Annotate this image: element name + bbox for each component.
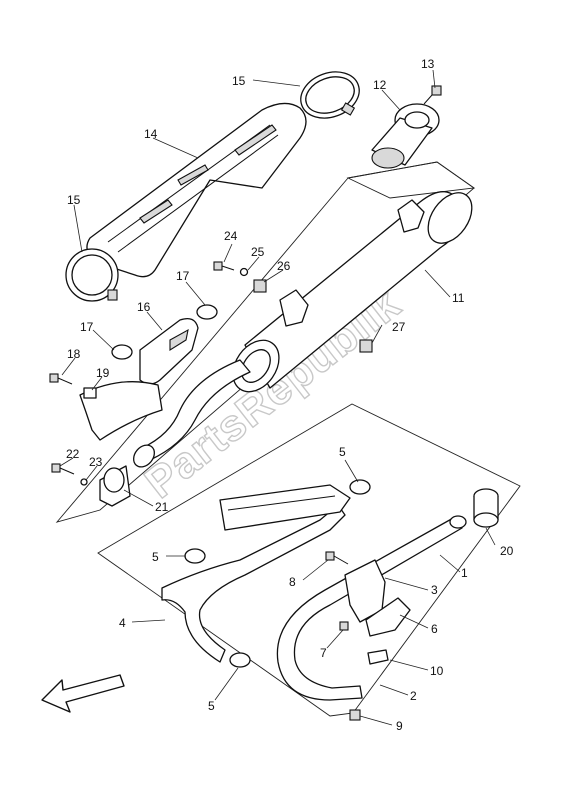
exhaust-pipe: [276, 515, 467, 701]
muffler: [232, 191, 473, 393]
hardware-clamp-17b: [111, 344, 133, 360]
callout-3: 3: [431, 583, 438, 597]
callout-4: 4: [119, 616, 126, 630]
partsrepublik-watermark: PartsRepublik: [135, 278, 410, 508]
hardware-nut-27: [359, 339, 373, 353]
hardware-bolt-18: [49, 373, 73, 385]
callout-8: 8: [289, 575, 296, 589]
svg-text:PartsRepublik: PartsRepublik: [136, 279, 410, 508]
hardware-bolt-9: [349, 709, 361, 721]
gasket-10: [367, 649, 389, 665]
callout-14: 14: [144, 127, 158, 141]
exhaust-pipe-2: [161, 484, 351, 663]
callout-5a: 5: [339, 445, 346, 459]
exhaust-pipe-group-outline: [97, 403, 521, 717]
callout-labels: 15 14 15 12 13 11 27 17 17 16 18 19 24 2…: [66, 57, 514, 733]
hardware-collar-19: [83, 387, 97, 399]
hardware-clamp-5-bottom: [229, 652, 251, 668]
front-arrow-icon: [41, 674, 125, 713]
callout-5c: 5: [208, 699, 215, 713]
callout-6: 6: [431, 622, 438, 636]
callout-9: 9: [396, 719, 403, 733]
callout-21: 21: [155, 500, 169, 514]
spark-arrester-group-outline: [346, 161, 476, 199]
callout-7: 7: [320, 646, 327, 660]
hardware-washer-23: [80, 478, 88, 486]
callout-17a: 17: [176, 269, 190, 283]
callout-15a: 15: [232, 74, 246, 88]
callout-17b: 17: [80, 320, 94, 334]
callout-2: 2: [410, 689, 417, 703]
gasket-20: [473, 488, 499, 528]
callout-5b: 5: [152, 550, 159, 564]
clamp-band-top: [300, 71, 360, 119]
callout-10: 10: [430, 664, 444, 678]
callout-18: 18: [67, 347, 81, 361]
leader-lines: [59, 69, 496, 726]
hardware-bolt-24: [213, 261, 235, 271]
callout-12: 12: [373, 78, 387, 92]
callout-19: 19: [96, 366, 110, 380]
callout-25: 25: [251, 245, 265, 259]
callout-22: 22: [66, 447, 80, 461]
stay-plate: [365, 597, 411, 637]
callout-16: 16: [137, 300, 151, 314]
bolt-13: [423, 85, 442, 105]
spark-arrester: [371, 103, 440, 169]
hardware-clamp-5-left: [184, 548, 206, 564]
hardware-clamp-5-top: [349, 479, 371, 495]
hardware-nut-26: [253, 279, 267, 293]
hardware-washer-25: [239, 267, 249, 277]
hardware-bolt-22: [51, 463, 75, 475]
hardware-bolt-7: [339, 621, 349, 631]
joint-lower: [79, 381, 163, 507]
pipe-protector: [139, 317, 199, 385]
callout-27: 27: [392, 320, 406, 334]
callout-1: 1: [461, 566, 468, 580]
callout-20: 20: [500, 544, 514, 558]
hardware-bolt-8: [325, 551, 349, 565]
heat-protector: [86, 102, 307, 278]
callout-26: 26: [277, 259, 291, 273]
callout-15b: 15: [67, 193, 81, 207]
callout-11: 11: [452, 291, 465, 305]
clamp-band-bottom: [65, 248, 119, 302]
callout-23: 23: [89, 455, 103, 469]
callout-13: 13: [421, 57, 435, 71]
callout-24: 24: [224, 229, 238, 243]
hardware-clamp-17a: [196, 304, 218, 320]
muffler-inlet-pipe: [133, 359, 251, 468]
